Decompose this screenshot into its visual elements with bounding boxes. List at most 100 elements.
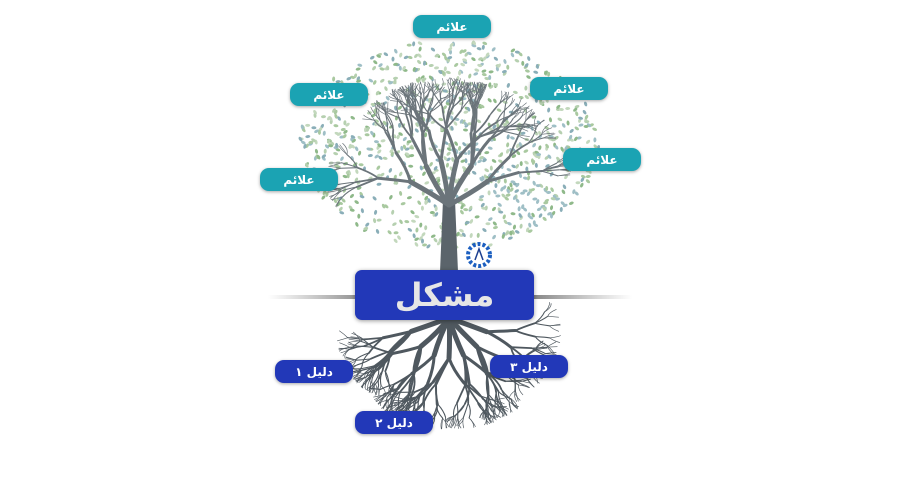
branch: [452, 414, 456, 427]
leaf: [524, 85, 528, 91]
leaf: [355, 169, 359, 174]
branch: [456, 383, 467, 404]
leaf: [349, 208, 355, 212]
leaf: [539, 101, 545, 105]
branch: [434, 78, 441, 91]
branch: [420, 81, 425, 95]
symptom-pill: علائم: [413, 15, 491, 38]
leaf: [507, 236, 513, 240]
branch: [442, 417, 450, 428]
leaf: [478, 198, 484, 202]
leaf: [415, 122, 419, 128]
leaf: [387, 230, 392, 235]
branch: [396, 372, 413, 390]
branch: [515, 390, 519, 402]
branch: [388, 385, 398, 394]
leaf: [527, 56, 531, 61]
leaf: [584, 120, 590, 124]
leaf: [406, 196, 412, 200]
leaf: [421, 238, 425, 244]
branch: [423, 83, 431, 95]
branch: [371, 382, 375, 394]
leaf: [515, 182, 520, 188]
branch: [549, 337, 561, 343]
branch: [536, 340, 544, 351]
branch: [363, 114, 375, 121]
leaf: [460, 209, 464, 215]
leaf: [453, 121, 458, 126]
leaf: [487, 190, 491, 196]
leaf: [350, 75, 355, 79]
leaf: [544, 70, 548, 75]
leaf: [338, 206, 343, 212]
branch: [485, 372, 490, 396]
leaf: [516, 143, 520, 149]
leaf: [360, 208, 364, 214]
branch: [458, 85, 468, 96]
leaf: [397, 105, 403, 110]
leaf: [420, 205, 424, 211]
leaf: [380, 172, 385, 177]
branch: [494, 406, 498, 418]
branch: [525, 112, 536, 122]
leaf: [345, 122, 350, 127]
branch: [354, 177, 380, 184]
leaf: [493, 98, 497, 104]
leaf: [433, 237, 438, 243]
branch: [355, 376, 367, 381]
branch: [471, 93, 477, 112]
leaf: [316, 154, 321, 160]
leaf: [473, 72, 479, 76]
leaf: [454, 178, 458, 184]
leaf: [519, 223, 523, 229]
branch: [377, 370, 384, 386]
leaf: [441, 82, 447, 86]
leaf: [462, 58, 468, 62]
branch: [517, 125, 531, 130]
leaf: [493, 189, 497, 195]
branch: [393, 89, 401, 101]
branch: [382, 399, 390, 410]
branch: [445, 128, 459, 163]
leaf: [493, 82, 498, 88]
branch: [368, 379, 371, 392]
leaf: [462, 142, 467, 147]
branch: [480, 83, 483, 97]
branch: [466, 83, 470, 96]
branch: [377, 394, 385, 405]
branch: [536, 347, 548, 351]
leaf: [343, 120, 347, 126]
branch: [348, 338, 361, 342]
leaf: [314, 129, 319, 134]
leaf: [391, 209, 395, 215]
leaf: [528, 215, 534, 220]
branch: [516, 102, 527, 111]
branch: [338, 347, 350, 352]
leaf: [518, 52, 523, 57]
leaf: [321, 195, 326, 200]
leaf: [526, 191, 531, 196]
leaf: [515, 164, 519, 169]
branch: [394, 151, 412, 184]
branch: [384, 370, 390, 387]
branch: [456, 416, 464, 426]
leaf: [328, 144, 334, 148]
leaf: [459, 49, 464, 54]
leaf: [547, 107, 551, 113]
leaf: [504, 122, 508, 127]
branch: [509, 346, 533, 350]
leaf: [536, 153, 542, 157]
leaf: [466, 106, 471, 112]
branch: [483, 408, 488, 421]
leaf: [592, 127, 598, 131]
leaf: [424, 132, 428, 138]
branch: [370, 350, 392, 360]
leaf: [538, 145, 542, 151]
branch: [513, 375, 516, 392]
leaf: [482, 158, 487, 163]
leaf: [454, 62, 459, 67]
leaf: [422, 60, 427, 66]
leaf: [300, 140, 306, 145]
leaf: [583, 124, 589, 128]
